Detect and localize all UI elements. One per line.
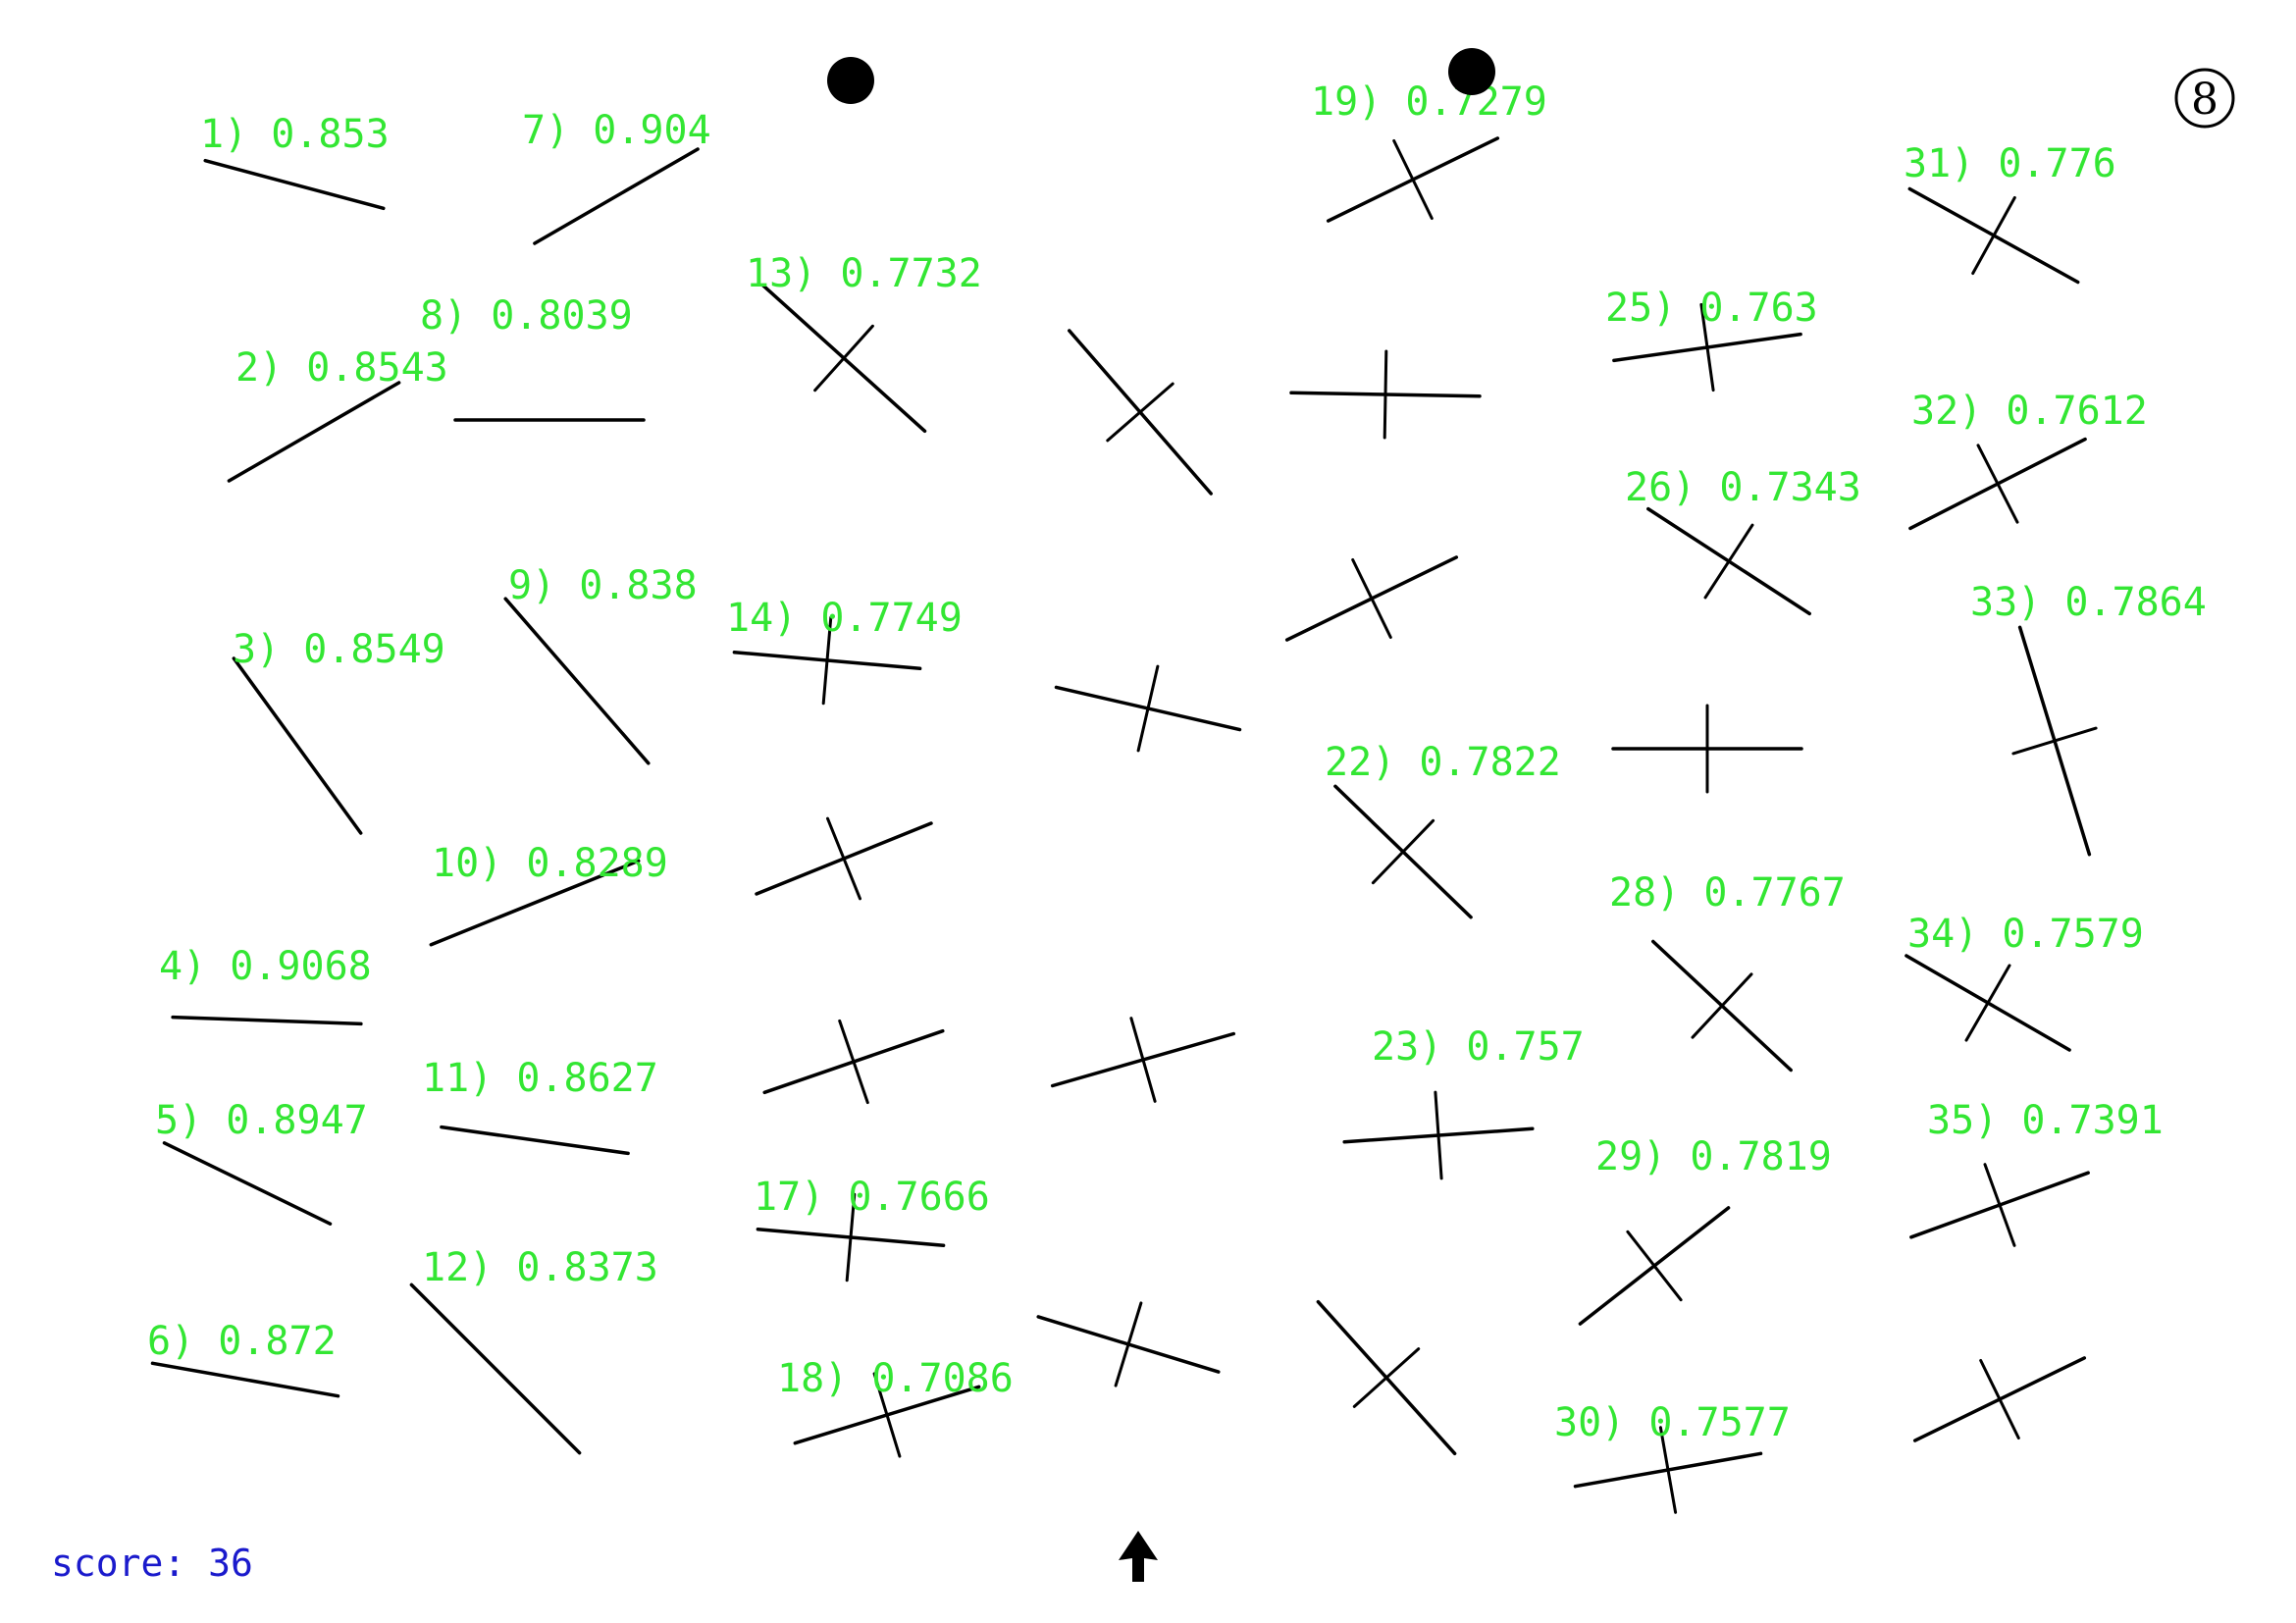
item-label: 6) 0.872 [147, 1319, 337, 1364]
item-5-stroke [162, 1141, 333, 1226]
item-14-cross-tick [821, 615, 833, 706]
unlabeled-mark-1-cross-tick [1106, 382, 1174, 443]
item-label: 19) 0.7279 [1311, 79, 1547, 125]
item-label: 1) 0.853 [200, 112, 390, 157]
unlabeled-mark-5-cross-tick [826, 816, 861, 901]
item-label: 34) 0.7579 [1907, 912, 2144, 957]
item-4-stroke [171, 1015, 363, 1026]
stroke-labels: 1) 0.853 2) 0.8543 3) 0.8549 4) 0.9068 5) 0.… [147, 79, 2207, 1445]
unlabeled-mark-3-cross-tick [1351, 558, 1392, 639]
unlabeled-mark-4-cross-tick [1136, 664, 1160, 753]
item-label: 11) 0.8627 [422, 1056, 658, 1101]
item-23-cross-tick [1626, 1230, 1683, 1302]
item-label: 26) 0.7343 [1625, 465, 1861, 510]
item-label: 4) 0.9068 [159, 944, 372, 989]
item-label: 7) 0.904 [522, 108, 711, 153]
item-13-cross-tick [813, 324, 874, 393]
item-19-cross-tick [1434, 1090, 1443, 1180]
item-label: 14) 0.7749 [726, 596, 963, 641]
item-label: 5) 0.8947 [155, 1098, 368, 1143]
unlabeled-mark-7-cross-tick [838, 1019, 869, 1105]
item-label: 9) 0.838 [508, 563, 698, 608]
item-label: 29) 0.7819 [1595, 1134, 1832, 1179]
score-readout: score: 36 [51, 1542, 253, 1585]
item-18-cross-tick [1371, 818, 1435, 885]
item-9-stroke [503, 597, 651, 765]
unlabeled-mark-11-cross-tick [1979, 1359, 2020, 1440]
item-15-cross-tick [845, 1192, 857, 1283]
item-25-cross-tick [1971, 196, 2016, 275]
item-label: 17) 0.7666 [754, 1175, 990, 1220]
item-29-cross-tick [1983, 1163, 2016, 1247]
registration-dot-right [1448, 48, 1495, 95]
unlabeled-mark-10-cross-tick [1352, 1347, 1421, 1408]
item-label: 10) 0.8289 [432, 841, 668, 886]
page-number-text: 8 [2191, 75, 2218, 125]
item-label: 33) 0.7864 [1970, 580, 2207, 625]
item-2-stroke [227, 381, 401, 483]
item-label: 18) 0.7086 [777, 1356, 1014, 1401]
item-label: 3) 0.8549 [233, 627, 445, 672]
item-label: 13) 0.7732 [746, 251, 982, 296]
item-label: 32) 0.7612 [1911, 389, 2148, 434]
item-label: 8) 0.8039 [420, 293, 633, 339]
item-6-stroke [150, 1361, 340, 1398]
up-arrow-icon [1119, 1531, 1158, 1582]
item-20-cross-tick [1699, 302, 1715, 393]
item-28-cross-tick [1964, 964, 2011, 1042]
item-label: 25) 0.763 [1605, 286, 1818, 331]
item-label: 12) 0.8373 [422, 1245, 658, 1290]
item-17-cross-tick [1392, 139, 1434, 220]
unlabeled-mark-8-cross-tick [1129, 1017, 1157, 1103]
page-number-circle [2174, 68, 2235, 129]
item-label: 2) 0.8543 [235, 345, 448, 391]
item-7-stroke [533, 147, 700, 245]
item-1-stroke [203, 158, 386, 211]
item-27-cross-tick [2011, 726, 2098, 756]
unlabeled-mark-9-cross-tick [1114, 1301, 1143, 1387]
item-label: 35) 0.7391 [1927, 1098, 2164, 1143]
item-10-stroke [429, 859, 641, 947]
item-12-stroke [409, 1283, 582, 1455]
item-22-cross-tick [1691, 972, 1753, 1039]
item-24-cross-tick [1658, 1426, 1678, 1514]
item-26-cross-tick [1976, 444, 2019, 524]
item-21-cross-tick [1703, 523, 1754, 600]
up-arrow-shape [1119, 1531, 1158, 1582]
item-label: 23) 0.757 [1372, 1024, 1585, 1070]
item-3-stroke [232, 656, 363, 835]
item-label: 28) 0.7767 [1609, 870, 1846, 916]
unlabeled-mark-2-cross-tick [1383, 349, 1388, 440]
item-16-cross-tick [872, 1372, 902, 1458]
item-11-stroke [440, 1125, 630, 1156]
item-label: 31) 0.776 [1904, 141, 2116, 186]
stroke-marks [150, 136, 2098, 1514]
item-label: 22) 0.7822 [1325, 740, 1561, 785]
item-label: 30) 0.7577 [1554, 1400, 1791, 1445]
page-number-mark: 8 [2174, 68, 2235, 129]
registration-dot-left [827, 57, 874, 104]
